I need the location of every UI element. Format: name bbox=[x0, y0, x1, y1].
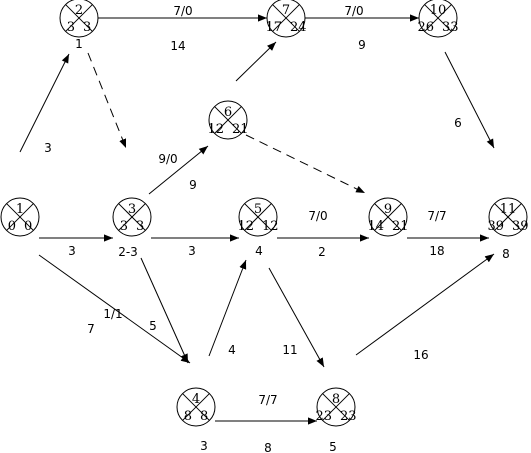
node-label: 1 bbox=[75, 37, 83, 51]
node-cross-line bbox=[118, 203, 146, 231]
node-early-time: 12 bbox=[237, 219, 254, 234]
edge-duration-label: 7 bbox=[87, 322, 95, 336]
node-early-time: 12 bbox=[207, 122, 224, 137]
node-early-time: 8 bbox=[184, 409, 192, 424]
edge-float-label: 1/1 bbox=[103, 307, 122, 321]
node-cross-line bbox=[182, 393, 210, 421]
node-late-time: 24 bbox=[290, 20, 307, 35]
node-early-time: 26 bbox=[417, 20, 434, 35]
node-early-time: 17 bbox=[265, 20, 282, 35]
edge-n6-n7-arrow bbox=[235, 41, 277, 82]
node-cross-line bbox=[272, 4, 300, 32]
node-cross-line bbox=[374, 203, 402, 231]
edge-float-label: 7/0 bbox=[308, 209, 327, 223]
node-number: 2 bbox=[75, 3, 83, 18]
edge-duration-label: 4 bbox=[228, 343, 236, 357]
node-cross-line bbox=[494, 203, 522, 231]
edge-n10-n11-arrow bbox=[444, 51, 495, 149]
edge-duration-label: 8 bbox=[264, 441, 272, 453]
node-early-time: 23 bbox=[315, 409, 332, 424]
edge-n4-n5-arrow bbox=[208, 259, 247, 357]
edge-n3-n4-arrow bbox=[140, 257, 189, 364]
edge-float-label: 7/7 bbox=[427, 209, 446, 223]
node-late-time: 0 bbox=[24, 219, 32, 234]
node-cross-line bbox=[322, 393, 350, 421]
node-number: 6 bbox=[224, 105, 232, 120]
edge-duration-label: 3 bbox=[44, 141, 52, 155]
node-early-time: 0 bbox=[8, 219, 16, 234]
node-early-time: 39 bbox=[487, 219, 504, 234]
edge-duration-label: 18 bbox=[429, 244, 444, 258]
node-number: 7 bbox=[282, 3, 290, 18]
edge-duration-label: 2 bbox=[318, 245, 326, 259]
node-early-time: 3 bbox=[120, 219, 128, 234]
node-n8: 823 23 5 bbox=[315, 387, 357, 453]
edge-duration-label: 6 bbox=[454, 116, 462, 130]
edge-float-label: 7/7 bbox=[258, 393, 277, 407]
node-late-time: 33 bbox=[442, 20, 459, 35]
node-number: 9 bbox=[384, 202, 392, 217]
edge-float-label: 7/0 bbox=[173, 4, 192, 18]
node-cross-line bbox=[6, 203, 34, 231]
edge-n5-n8-arrow bbox=[268, 267, 325, 368]
node-number: 8 bbox=[332, 392, 340, 407]
edge-n8-n11-arrow bbox=[355, 253, 495, 356]
node-cross-line bbox=[244, 203, 272, 231]
edge-float-label: 9/0 bbox=[158, 152, 177, 166]
edge-duration-label: 9 bbox=[189, 178, 197, 192]
node-label: 2-3 bbox=[118, 245, 138, 259]
edge-n1-n3-dummy-arrow bbox=[87, 52, 127, 149]
node-late-time: 39 bbox=[512, 219, 529, 234]
edge-duration-label: 3 bbox=[188, 244, 196, 258]
node-cross-line bbox=[214, 106, 242, 134]
node-n6: 612 21 bbox=[207, 100, 249, 140]
edge-duration-label: 3 bbox=[68, 244, 76, 258]
node-number: 11 bbox=[500, 202, 517, 217]
node-label: 3 bbox=[200, 439, 208, 453]
edges-layer bbox=[19, 14, 495, 425]
node-number: 1 bbox=[16, 202, 24, 217]
node-late-time: 23 bbox=[340, 409, 357, 424]
node-late-time: 21 bbox=[392, 219, 409, 234]
node-late-time: 3 bbox=[83, 20, 91, 35]
node-n9: 914 21 bbox=[367, 197, 409, 237]
edge-duration-label: 5 bbox=[149, 319, 157, 333]
node-early-time: 14 bbox=[367, 219, 384, 234]
edge-n3-n6-arrow bbox=[148, 145, 209, 195]
node-late-time: 8 bbox=[200, 409, 208, 424]
node-late-time: 3 bbox=[136, 219, 144, 234]
node-n7: 717 24 bbox=[265, 0, 307, 38]
node-number: 4 bbox=[192, 392, 200, 407]
node-late-time: 21 bbox=[232, 122, 249, 137]
edge-float-label: 7/0 bbox=[344, 4, 363, 18]
edge-n0-n1-arrow bbox=[19, 53, 70, 153]
node-label: 4 bbox=[255, 244, 263, 258]
edge-duration-label: 16 bbox=[413, 348, 428, 362]
edge-n0-n4-arrow bbox=[38, 254, 191, 364]
edge-duration-label: 9 bbox=[358, 38, 366, 52]
edge-duration-label: 11 bbox=[282, 343, 297, 357]
node-cross-line bbox=[65, 4, 93, 32]
node-label: 5 bbox=[329, 440, 337, 453]
node-n10: 10 26 33 bbox=[417, 0, 459, 38]
node-number: 5 bbox=[254, 202, 262, 217]
node-number: 10 bbox=[430, 3, 447, 18]
node-early-time: 3 bbox=[67, 20, 75, 35]
node-late-time: 12 bbox=[262, 219, 279, 234]
edge-duration-label: 14 bbox=[170, 39, 185, 53]
node-cross-line bbox=[424, 4, 452, 32]
node-number: 3 bbox=[128, 202, 136, 217]
node-label: 8 bbox=[502, 247, 510, 261]
edge-n6-n9-dummy-arrow bbox=[245, 134, 366, 194]
